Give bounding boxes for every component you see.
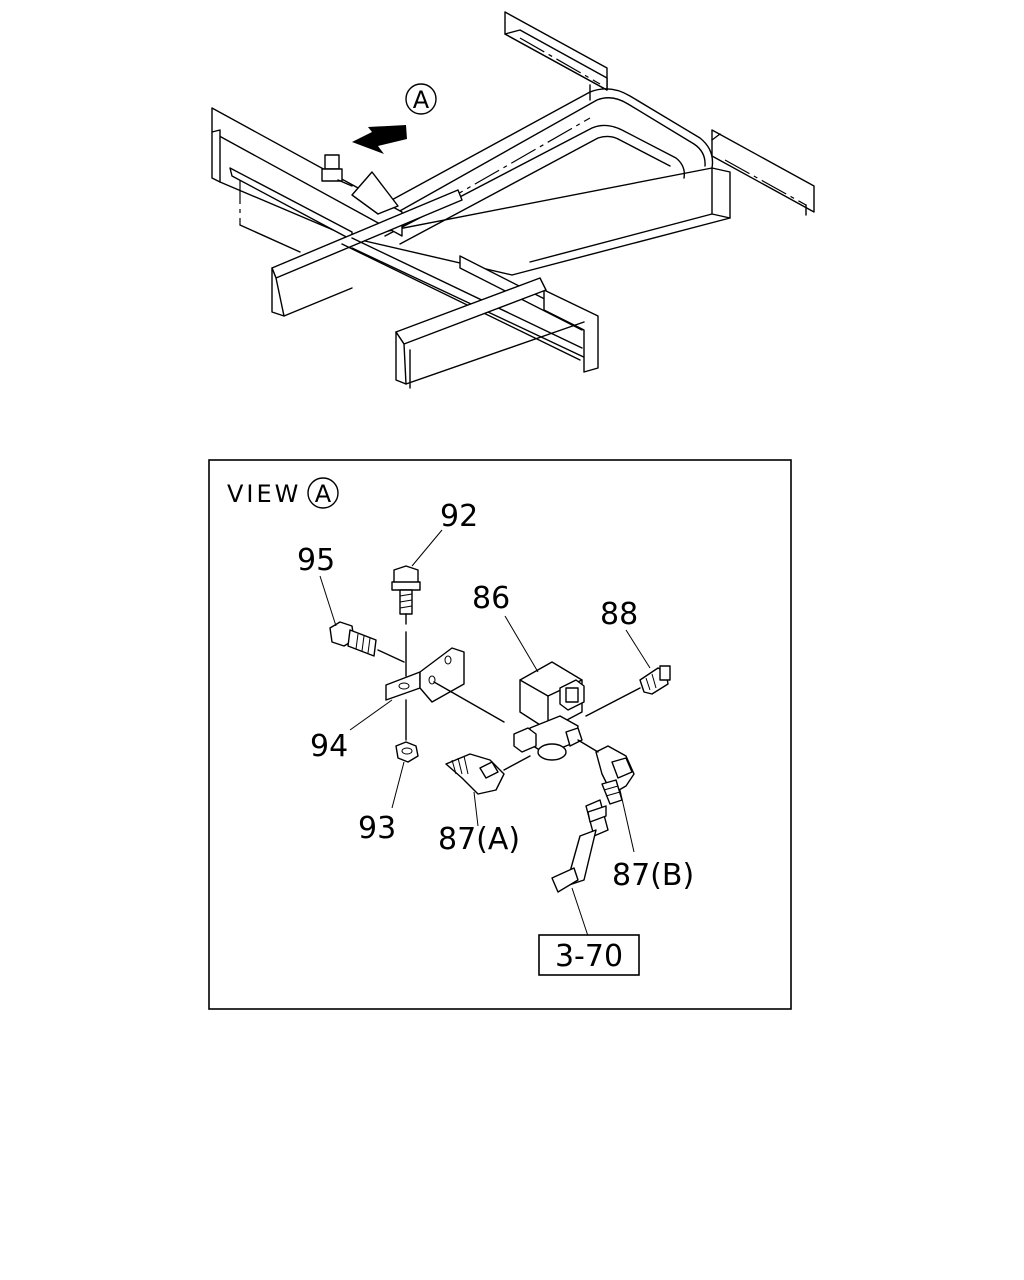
view-a-detail: VIEW A bbox=[208, 459, 792, 1010]
callout-87a: 87(A) bbox=[438, 822, 520, 857]
silencer-88-icon bbox=[639, 665, 671, 695]
valve-location-marker bbox=[321, 154, 353, 187]
bolt-95-icon bbox=[329, 621, 405, 663]
nut-93-icon bbox=[395, 741, 419, 763]
hose-connector-icon bbox=[551, 799, 609, 893]
callout-86: 86 bbox=[472, 581, 510, 616]
cross-member-bottom bbox=[395, 255, 599, 389]
view-arrow-icon bbox=[352, 125, 407, 154]
reference-box[interactable]: 3-70 bbox=[538, 934, 640, 976]
callout-95: 95 bbox=[297, 543, 335, 578]
view-marker-box: A bbox=[307, 477, 339, 509]
elbow-fitting-87b-icon bbox=[577, 739, 635, 805]
view-marker-top: A bbox=[405, 83, 437, 115]
reference-box-label: 3-70 bbox=[555, 939, 623, 974]
callout-87b: 87(B) bbox=[612, 858, 694, 893]
chassis-frame-overview: A bbox=[211, 11, 815, 389]
callout-93: 93 bbox=[358, 811, 396, 846]
bracket-94-icon bbox=[385, 647, 505, 741]
elbow-fitting-87a-icon bbox=[445, 753, 531, 795]
view-title: VIEW bbox=[227, 480, 301, 508]
cross-member-right bbox=[711, 129, 815, 216]
callout-94: 94 bbox=[310, 729, 348, 764]
bolt-92-icon bbox=[391, 565, 421, 677]
solenoid-valve-86-icon bbox=[513, 661, 641, 761]
view-marker-top-letter: A bbox=[413, 86, 430, 114]
view-frame bbox=[208, 459, 792, 1010]
leader-lines bbox=[319, 529, 651, 937]
callout-88: 88 bbox=[600, 597, 638, 632]
cross-member-front bbox=[271, 189, 591, 361]
frame-loop bbox=[351, 88, 731, 276]
cross-member-top bbox=[504, 11, 608, 101]
view-marker-box-letter: A bbox=[315, 480, 332, 508]
callout-92: 92 bbox=[440, 499, 478, 534]
